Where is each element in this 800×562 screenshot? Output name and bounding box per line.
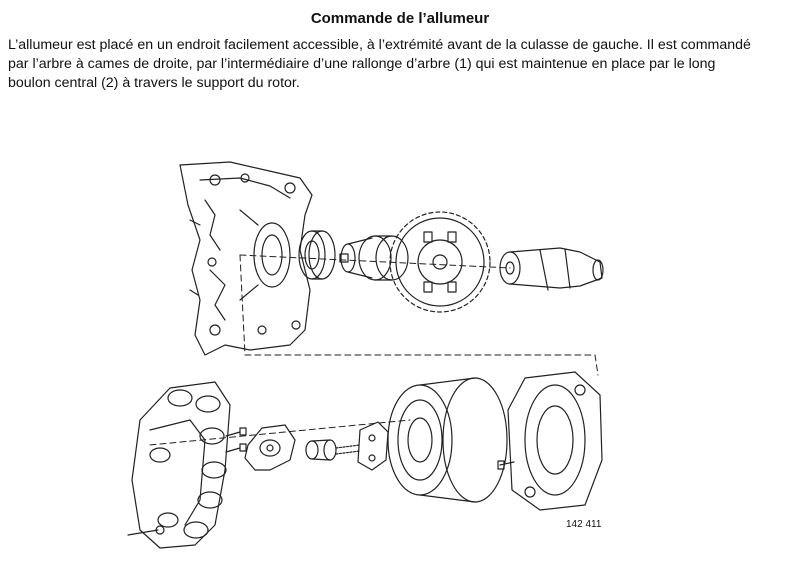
alignment-lines: [149, 254, 599, 446]
rotor-support: [357, 421, 389, 471]
description-paragraph: L’allumeur est placé en un endroit facil…: [8, 36, 794, 93]
paragraph-line-3: boulon central (2) à travers le support …: [8, 75, 300, 91]
small-screws: [127, 427, 247, 536]
rotor: [244, 424, 296, 471]
camshaft: [499, 247, 604, 291]
page-title: Commande de l’allumeur: [310, 10, 490, 27]
cylinder-head-housing: [179, 161, 313, 356]
cam-sprocket: [389, 211, 491, 313]
seal-ring: [298, 230, 336, 280]
mounting-plate: [497, 371, 603, 511]
paragraph-line-1: L’allumeur est placé en un endroit facil…: [8, 37, 751, 53]
figure-reference-number: 142 411: [566, 519, 602, 530]
central-bolt: [305, 439, 361, 461]
shaft-extension: [339, 235, 409, 281]
distributor-cap: [131, 381, 231, 549]
distributor-housing: [387, 377, 508, 503]
paragraph-line-2: par l’arbre à cames de droite, par l’int…: [8, 56, 716, 72]
